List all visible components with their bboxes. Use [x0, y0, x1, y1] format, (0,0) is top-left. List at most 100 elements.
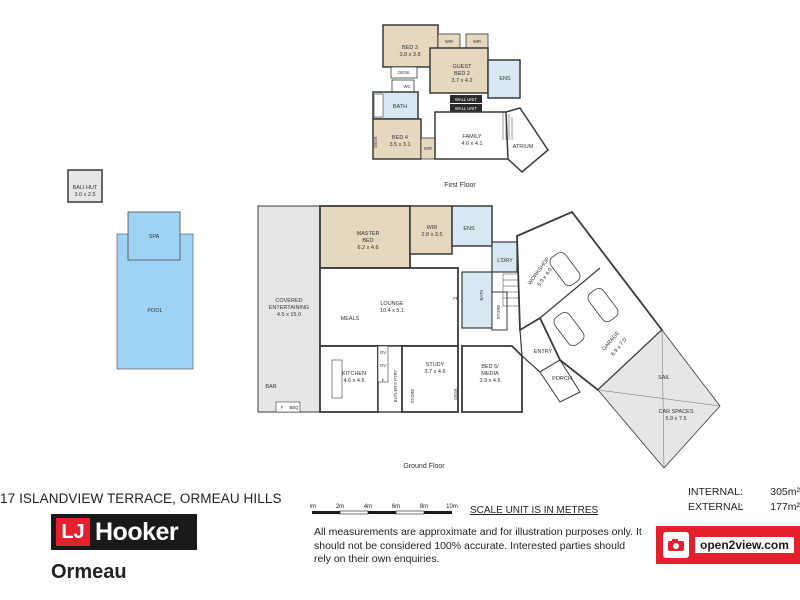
label-bed5-1: BED 5/ — [481, 364, 499, 370]
stair-upper — [502, 112, 513, 140]
label-desk-bed4: DESK — [373, 136, 378, 148]
scale-tick-label: 4m — [364, 504, 372, 510]
label-covered-1: COVERED — [275, 298, 302, 304]
label-first-floor: First Floor — [444, 182, 476, 189]
label-ens-upper: ENS — [499, 76, 511, 82]
disclaimer-text: All measurements are approximate and for… — [314, 526, 642, 565]
label-ov1: OV — [380, 350, 386, 355]
room-porch — [539, 359, 581, 403]
room-bath-lower — [461, 271, 493, 329]
agency-logo: LJ Hooker — [51, 514, 197, 550]
label-study-size: 3.7 x 4.6 — [424, 369, 445, 375]
room-desk-upper — [390, 66, 418, 79]
open2view-badge: open2view.com — [656, 526, 800, 564]
label-entry: ENTRY — [534, 349, 553, 355]
label-lounge: LOUNGE — [380, 301, 404, 307]
room-ens-lower — [451, 205, 493, 247]
camera-icon — [663, 532, 689, 558]
label-family-size: 4.6 x 4.1 — [461, 141, 482, 147]
scale-note: SCALE UNIT IS IN METRES — [470, 505, 599, 516]
spa — [127, 211, 181, 261]
label-covered-2: ENTERTAINING — [269, 305, 309, 311]
scale-bar: 0m 2m 4m 6m 8m 10m — [310, 504, 458, 515]
label-sail: SAIL — [658, 375, 670, 381]
label-bed3-size: 3.8 x 3.8 — [399, 52, 420, 58]
label-study: STUDY — [426, 362, 445, 368]
label-bbq: BBQ — [290, 405, 300, 410]
label-bed5-2: MEDIA — [481, 371, 499, 377]
label-kitchen: KITCHEN — [342, 371, 366, 377]
label-pool: POOL — [147, 308, 162, 314]
room-ens-upper — [487, 59, 521, 99]
scale-tick-label: 8m — [420, 504, 428, 510]
first-floor-labels: BED 3 3.8 x 3.8 WIR WIR GUEST BED 2 3.7 … — [373, 39, 534, 189]
label-bath-lower: BATH — [479, 290, 484, 301]
label-bed3: BED 3 — [402, 45, 418, 51]
label-fp: FP — [453, 296, 459, 301]
scale-tick-label: 10m — [446, 504, 458, 510]
label-car-spaces-size: 5.9 x 7.5 — [665, 416, 686, 422]
room-study — [401, 345, 459, 413]
label-ldry: L'DRY — [497, 258, 513, 264]
label-bed4: BED 4 — [392, 135, 408, 141]
label-bed4-size: 3.5 x 3.1 — [389, 142, 410, 148]
appliance-ov — [377, 345, 389, 383]
label-covered-size: 4.5 x 15.0 — [277, 312, 301, 318]
label-lounge-size: 10.4 x 5.1 — [380, 308, 404, 314]
label-family: FAMILY — [462, 134, 481, 140]
area-internal-sep: : — [740, 486, 743, 498]
label-desk-upper: DESK — [398, 70, 410, 75]
label-wc: WC — [404, 84, 411, 89]
office-name: Ormeau — [51, 561, 127, 583]
room-bed4 — [372, 118, 422, 160]
label-guest-2: BED 2 — [454, 71, 470, 77]
logo-wordmark: Hooker — [95, 517, 179, 546]
bath-tub-upper — [373, 93, 384, 118]
label-ens-lower: ENS — [463, 226, 475, 232]
label-kitchen-size: 4.6 x 4.6 — [343, 378, 364, 384]
area-external: EXTERNAL : 177m² — [688, 500, 800, 515]
first-floor — [372, 24, 549, 174]
area-internal-value: 305m² — [770, 486, 800, 498]
scale-tick-label: 6m — [392, 504, 400, 510]
room-bali-hut — [67, 169, 103, 203]
wall-unit-2 — [450, 104, 482, 112]
outdoor-pool-area: BALI HUT 3.0 x 2.5 SPA POOL — [67, 169, 194, 370]
room-lounge-meals — [319, 267, 459, 347]
label-guest-1: GUEST — [453, 64, 473, 70]
scale-tick-label: 0m — [310, 504, 316, 510]
label-master-1: MASTER — [357, 231, 380, 237]
room-bed5-media — [461, 345, 523, 413]
ground-floor — [257, 205, 721, 469]
room-master-bed — [319, 205, 411, 269]
wall-unit-1 — [450, 95, 482, 103]
scale-tick-label: 2m — [336, 504, 344, 510]
room-ldry — [491, 241, 518, 273]
label-bath-upper: BATH — [393, 104, 407, 110]
label-store: STORE — [496, 305, 501, 320]
label-ground-floor: Ground Floor — [403, 463, 445, 470]
room-kitchen — [319, 345, 379, 413]
label-butlers: BUTLER'S PTRY — [393, 370, 398, 403]
label-wir-bed3-b: WIR — [473, 39, 481, 44]
label-ov2: OV — [380, 363, 386, 368]
area-external-sep: : — [740, 501, 743, 513]
label-guest-size: 3.7 x 4.2 — [451, 78, 472, 84]
label-wir-bed4: WIR — [424, 146, 432, 151]
label-wall-unit-1: WALL UNIT — [455, 97, 477, 102]
label-wir-size: 2.8 x 3.5 — [421, 232, 442, 238]
sail-lines — [597, 329, 721, 469]
label-wall-unit-2: WALL UNIT — [455, 106, 477, 111]
cars — [549, 252, 619, 346]
label-car-spaces: CAR SPACES — [658, 409, 693, 415]
label-wir-bed3-a: WIR — [445, 39, 453, 44]
label-wir: WIR — [427, 225, 438, 231]
label-store-lower: STORE — [410, 389, 415, 404]
area-internal: INTERNAL : 305m² — [688, 485, 800, 500]
label-bed5-size: 3.9 x 4.6 — [479, 378, 500, 384]
workshop-divider — [539, 267, 601, 319]
label-porch: PORCH — [552, 376, 572, 382]
label-f: F — [281, 405, 284, 410]
label-bali-hut-size: 3.0 x 2.5 — [74, 192, 95, 198]
open2view-wordmark: open2view.com — [695, 537, 794, 553]
